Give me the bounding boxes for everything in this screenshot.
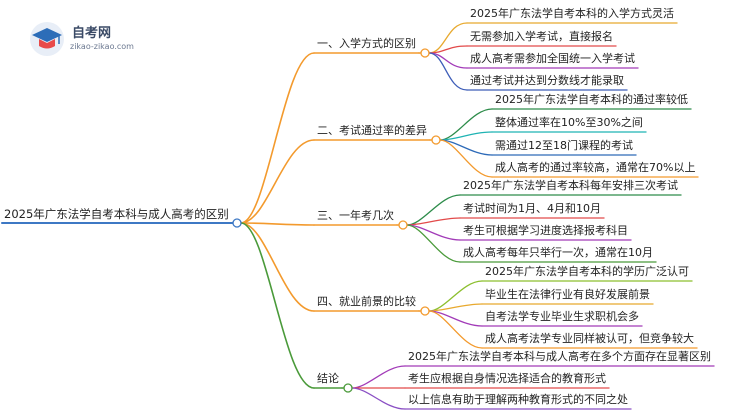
branch-connector <box>240 52 315 224</box>
branch-junction-dot <box>420 306 430 316</box>
leaf-frequency-2[interactable]: 考试时间为1月、4月和10月 <box>463 202 601 215</box>
graduation-cap-icon <box>30 22 64 56</box>
branch-junction-dot <box>431 135 441 145</box>
branch-connector <box>240 222 315 226</box>
site-logo[interactable]: 自考网 zikao-zikao.com <box>30 20 160 56</box>
leaf-connector <box>439 131 493 141</box>
leaf-connector <box>406 194 461 226</box>
leaf-conclusion-2[interactable]: 考生应根据自身情况选择适合的教育形式 <box>408 372 606 385</box>
leaf-frequency-3[interactable]: 考生可根据学习进度选择报考科目 <box>463 224 628 237</box>
leaf-connector <box>428 45 468 54</box>
root-topic[interactable]: 2025年广东法学自考本科与成人高考的区别 <box>4 207 229 221</box>
leaf-pass-rate-1[interactable]: 2025年广东法学自考本科的通过率较低 <box>495 93 688 106</box>
branch-connector <box>240 222 315 389</box>
leaf-employment-1[interactable]: 2025年广东法学自考本科的学历广泛认可 <box>485 265 689 278</box>
branch-conclusion[interactable]: 结论 <box>317 372 339 385</box>
logo-title: 自考网 <box>72 26 112 41</box>
leaf-connector <box>406 224 461 263</box>
leaf-connector <box>428 310 483 349</box>
leaf-conclusion-3[interactable]: 以上信息有助于理解两种教育形式的不同之处 <box>408 393 628 406</box>
leaf-conclusion-1[interactable]: 2025年广东法学自考本科与成人高考在多个方面存在显著区别 <box>408 350 711 363</box>
leaf-connector <box>428 280 483 312</box>
leaf-connector <box>428 52 468 91</box>
leaf-connector <box>351 387 406 410</box>
leaf-connector <box>406 217 461 226</box>
branch-pass-rate[interactable]: 二、考试通过率的差异 <box>317 124 427 137</box>
leaf-connector <box>428 303 483 312</box>
leaf-employment-2[interactable]: 毕业生在法律行业有良好发展前景 <box>485 288 650 301</box>
leaf-pass-rate-3[interactable]: 需通过12至18门课程的考试 <box>495 139 633 152</box>
leaf-pass-rate-4[interactable]: 成人高考的通过率较高，通常在70%以上 <box>495 161 696 174</box>
logo-subtitle: zikao-zikao.com <box>70 42 134 51</box>
branch-junction-dot <box>420 48 430 58</box>
branch-employment[interactable]: 四、就业前景的比较 <box>317 295 416 308</box>
branch-junction-dot <box>343 383 353 393</box>
branch-admission[interactable]: 一、入学方式的区别 <box>317 37 416 50</box>
leaf-frequency-1[interactable]: 2025年广东法学自考本科每年安排三次考试 <box>463 179 678 192</box>
leaf-employment-3[interactable]: 自考法学专业毕业生求职机会多 <box>485 310 639 323</box>
leaf-pass-rate-2[interactable]: 整体通过率在10%至30%之间 <box>495 116 643 129</box>
leaf-employment-4[interactable]: 成人高考法学专业同样被认可，但竞争较大 <box>485 332 694 345</box>
root-junction-dot <box>232 218 242 228</box>
branch-junction-dot <box>398 220 408 230</box>
leaf-frequency-4[interactable]: 成人高考每年只举行一次，通常在10月 <box>463 246 653 259</box>
leaf-admission-2[interactable]: 无需参加入学考试，直接报名 <box>470 30 613 43</box>
leaf-admission-3[interactable]: 成人高考需参加全国统一入学考试 <box>470 52 635 65</box>
leaf-admission-1[interactable]: 2025年广东法学自考本科的入学方式灵活 <box>470 7 674 20</box>
leaf-connector <box>439 139 493 178</box>
leaf-connector <box>351 365 406 389</box>
branch-connector <box>240 139 315 224</box>
leaf-admission-4[interactable]: 通过考试并达到分数线才能录取 <box>470 74 624 87</box>
branch-exam-frequency[interactable]: 三、一年考几次 <box>317 209 394 222</box>
branch-connector <box>240 222 315 312</box>
